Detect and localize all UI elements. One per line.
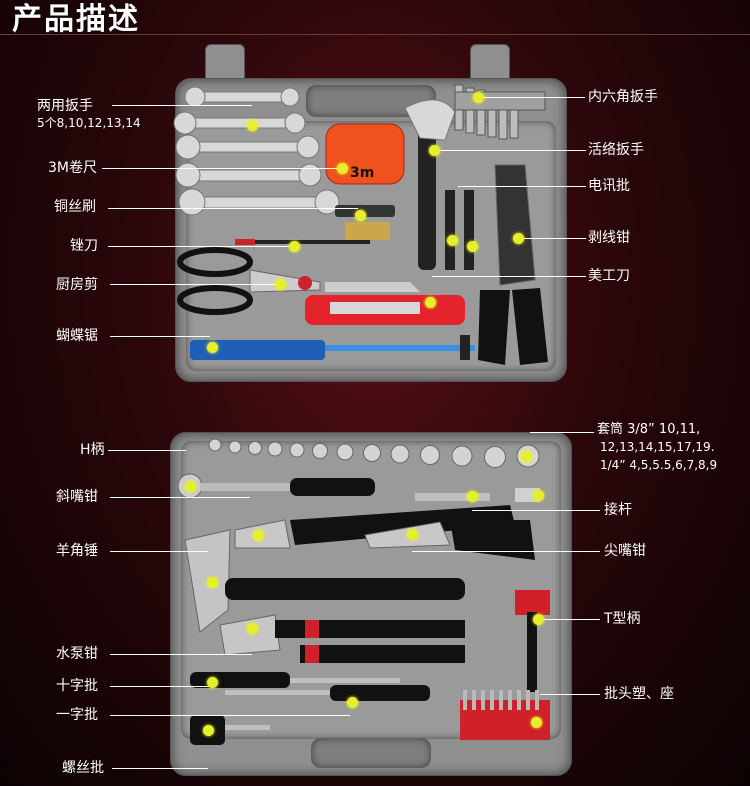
label-socket-line3: 1/4” 4,5,5.5,6,7,8,9: [600, 458, 718, 472]
marker-scissors: [275, 279, 286, 290]
marker-tape: [337, 163, 348, 174]
marker-file: [289, 241, 300, 252]
marker-phillips-driver: [207, 677, 218, 688]
label-needle-pliers: 尖嘴钳: [604, 543, 646, 559]
label-claw-hammer: 羊角锤: [56, 543, 98, 559]
page-title: 产品描述: [12, 2, 140, 37]
label-water-pump-pliers: 水泵钳: [56, 646, 98, 662]
label-diagonal-pliers: 斜嘴钳: [56, 489, 98, 505]
marker-hex-key: [473, 92, 484, 103]
marker-wire-stripper: [513, 233, 524, 244]
label-file: 锉刀: [70, 238, 98, 254]
label-screwdriver: 螺丝批: [62, 760, 104, 776]
marker-water-pump-pliers: [247, 623, 258, 634]
marker-extension-bar-2: [533, 490, 544, 501]
marker-diagonal-pliers: [253, 530, 264, 541]
label-hex-key: 内六角扳手: [588, 89, 658, 105]
label-phillips-driver: 十字批: [56, 678, 98, 694]
marker-double-wrench: [247, 120, 258, 131]
marker-brush: [355, 210, 366, 221]
marker-adjustable-wrench: [429, 145, 440, 156]
label-t-handle: T型柄: [604, 611, 641, 627]
marker-socket: [521, 451, 532, 462]
label-bit-holder: 批头塑、座: [604, 686, 674, 702]
marker-t-handle: [533, 614, 544, 625]
label-h-handle: H柄: [80, 442, 105, 458]
label-adjustable-wrench: 活络扳手: [588, 142, 644, 158]
label-double-wrench-sizes: 5个8,10,12,13,14: [37, 116, 141, 130]
marker-electric-driver-2: [467, 241, 478, 252]
label-electric-driver: 电讯批: [588, 178, 630, 194]
marker-utility-knife: [425, 297, 436, 308]
marker-bit-holder: [531, 717, 542, 728]
marker-extension-bar: [467, 491, 478, 502]
label-tape: 3M卷尺: [48, 160, 97, 176]
label-double-wrench: 两用扳手: [37, 98, 93, 114]
marker-flat-driver: [347, 697, 358, 708]
label-brush: 铜丝刷: [54, 199, 96, 215]
label-scissors: 厨房剪: [56, 277, 98, 293]
marker-needle-pliers: [407, 529, 418, 540]
label-flat-driver: 一字批: [56, 707, 98, 723]
title-divider: [0, 34, 750, 35]
marker-saw: [207, 342, 218, 353]
marker-screwdriver: [203, 725, 214, 736]
label-extension-bar: 接杆: [604, 502, 632, 518]
label-socket-line2: 12,13,14,15,17,19.: [600, 440, 715, 454]
marker-claw-hammer: [207, 577, 218, 588]
label-wire-stripper: 剥线钳: [588, 230, 630, 246]
label-utility-knife: 美工刀: [588, 268, 630, 284]
label-socket-line1: 套筒 3/8” 10,11,: [597, 422, 701, 437]
tape-brand-text: 3m: [350, 165, 374, 181]
label-saw: 蝴蝶锯: [56, 328, 98, 344]
marker-h-handle: [185, 481, 196, 492]
marker-electric-driver: [447, 235, 458, 246]
